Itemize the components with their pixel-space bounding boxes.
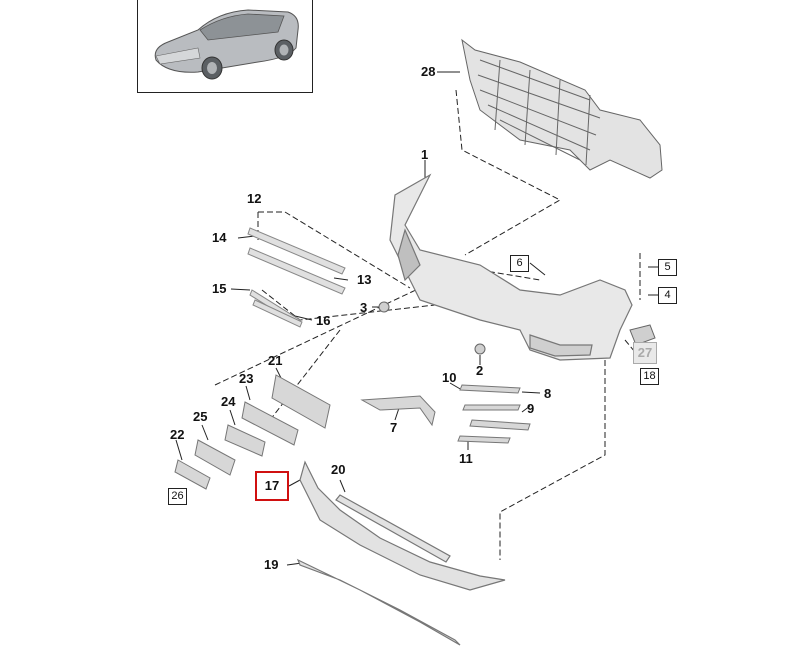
- lower-spoiler: [296, 460, 506, 646]
- leader-line: [258, 211, 411, 289]
- part-label-23: 23: [239, 371, 254, 386]
- small-clips: [378, 301, 656, 355]
- part-label-17-highlighted[interactable]: 17: [255, 471, 289, 501]
- part-box-6: 6: [510, 255, 529, 272]
- part-label-19: 19: [264, 557, 279, 572]
- part-label-15: 15: [212, 281, 227, 296]
- part-label-7: 7: [390, 420, 398, 435]
- part-label-25: 25: [193, 409, 208, 424]
- part-label-22: 22: [170, 427, 185, 442]
- part-label-11: 11: [459, 451, 473, 466]
- leader-line: [269, 329, 341, 421]
- leader-line: [455, 89, 562, 256]
- vehicle-icon: [154, 9, 299, 80]
- part-label-13: 13: [357, 272, 372, 287]
- brackets: [174, 374, 531, 490]
- part-label-16: 16: [316, 313, 331, 328]
- part-box-27: 27: [633, 342, 657, 364]
- part-label-28: 28: [421, 64, 436, 79]
- part-label-3: 3: [360, 300, 368, 315]
- vehicle-thumbnail: [137, 0, 313, 93]
- part-label-8: 8: [544, 386, 552, 401]
- part-label-24: 24: [221, 394, 236, 409]
- part-label-12: 12: [247, 191, 262, 206]
- part-label-1: 1: [421, 147, 429, 162]
- part-box-18: 18: [640, 368, 659, 385]
- bumper-cover: [389, 173, 633, 361]
- part-box-5: 5: [658, 259, 677, 276]
- part-label-14: 14: [212, 230, 227, 245]
- part-label-2: 2: [476, 363, 484, 378]
- part-label-10: 10: [442, 370, 457, 385]
- part-label-9: 9: [527, 401, 535, 416]
- leader-line: [214, 287, 421, 386]
- part-box-26: 26: [168, 488, 187, 505]
- part-label-21: 21: [268, 353, 283, 368]
- grille-frame: [461, 38, 663, 179]
- part-label-20: 20: [331, 462, 346, 477]
- molding-strips: [247, 227, 346, 328]
- leader-line: [499, 360, 606, 560]
- part-box-4: 4: [658, 287, 677, 304]
